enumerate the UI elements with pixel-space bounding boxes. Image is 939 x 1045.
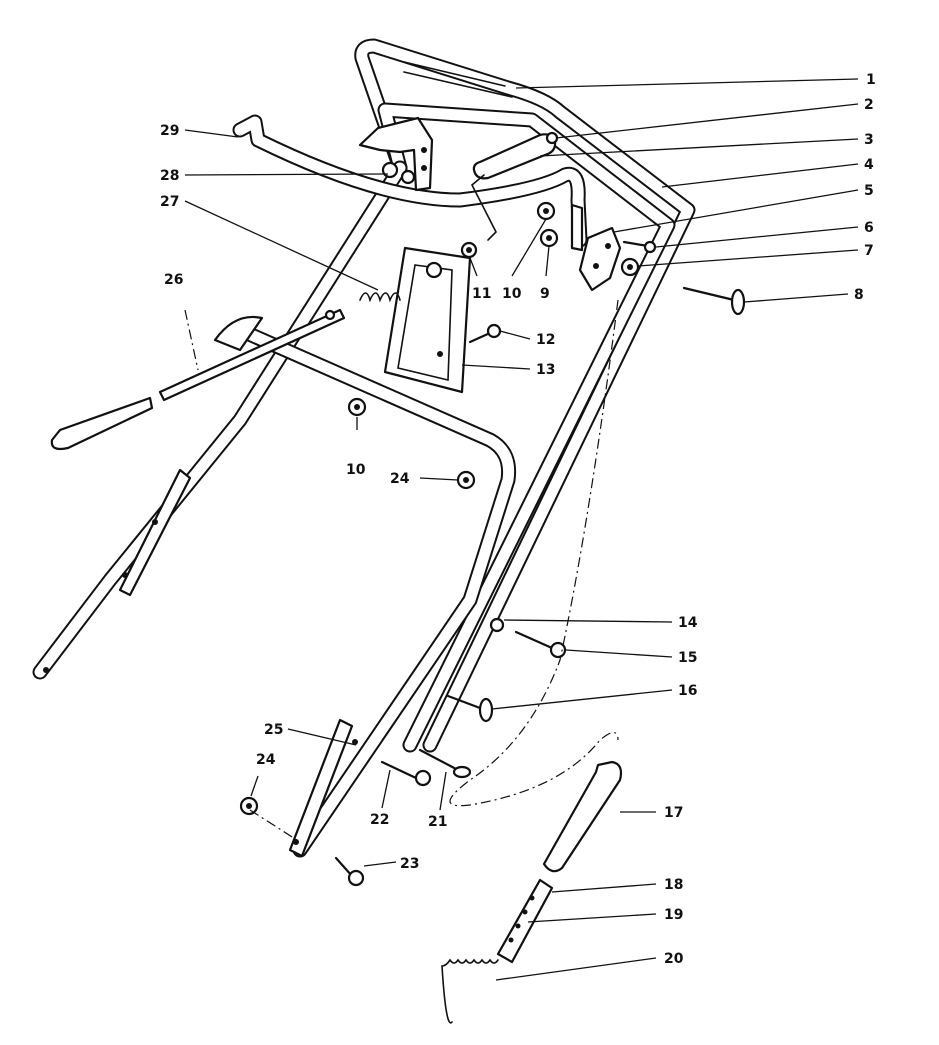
callout-17: 17: [664, 805, 683, 821]
callout-18: 18: [664, 877, 683, 893]
callout-9: 9: [540, 286, 550, 302]
callout-20: 20: [664, 951, 684, 967]
bracket-drawing: [358, 116, 434, 192]
callout-14: 14: [678, 615, 698, 631]
callout-21: 21: [428, 814, 447, 830]
callout-16: 16: [678, 683, 697, 699]
callout-25: 25: [264, 722, 283, 738]
callout-4: 4: [864, 157, 874, 173]
callout-15: 15: [678, 650, 697, 666]
control-bar-drawing: [232, 114, 588, 248]
callout-24a: 24: [390, 471, 410, 487]
callout-28: 28: [160, 168, 179, 184]
leader-lines: [184, 78, 859, 981]
callout-7: 7: [864, 243, 874, 259]
callout-24b: 24: [256, 752, 276, 768]
control-rod-drawing: [50, 308, 346, 451]
callout-13: 13: [536, 362, 555, 378]
cable-drawing: [184, 299, 619, 843]
callout-19: 19: [664, 907, 683, 923]
callout-12: 12: [536, 332, 555, 348]
callout-11: 11: [472, 286, 491, 302]
callout-10b: 10: [346, 462, 366, 478]
callout-23: 23: [400, 856, 419, 872]
callout-6: 6: [864, 220, 874, 236]
callout-5: 5: [864, 183, 874, 199]
callout-3: 3: [864, 132, 874, 148]
callout-10a: 10: [502, 286, 522, 302]
bolts-drawing: [334, 240, 746, 887]
spring-27-drawing: [359, 292, 401, 303]
hardware-drawing: [239, 201, 640, 816]
callout-27: 27: [160, 194, 179, 210]
cable-cover-drawing: [441, 760, 623, 1024]
switch-bracket-drawing: [570, 203, 622, 292]
callout-1: 1: [866, 72, 876, 88]
lower-handle-drawing: [32, 160, 517, 858]
callout-26: 26: [164, 272, 183, 288]
callout-labels: 1 2 3 4 5 6 7 8 9 10 10 11 12 13 14 15 1…: [160, 72, 876, 967]
cable-plate-drawing: [383, 246, 472, 394]
callout-22: 22: [370, 812, 389, 828]
callout-8: 8: [854, 287, 864, 303]
callout-2: 2: [864, 97, 874, 113]
callout-29: 29: [160, 123, 179, 139]
